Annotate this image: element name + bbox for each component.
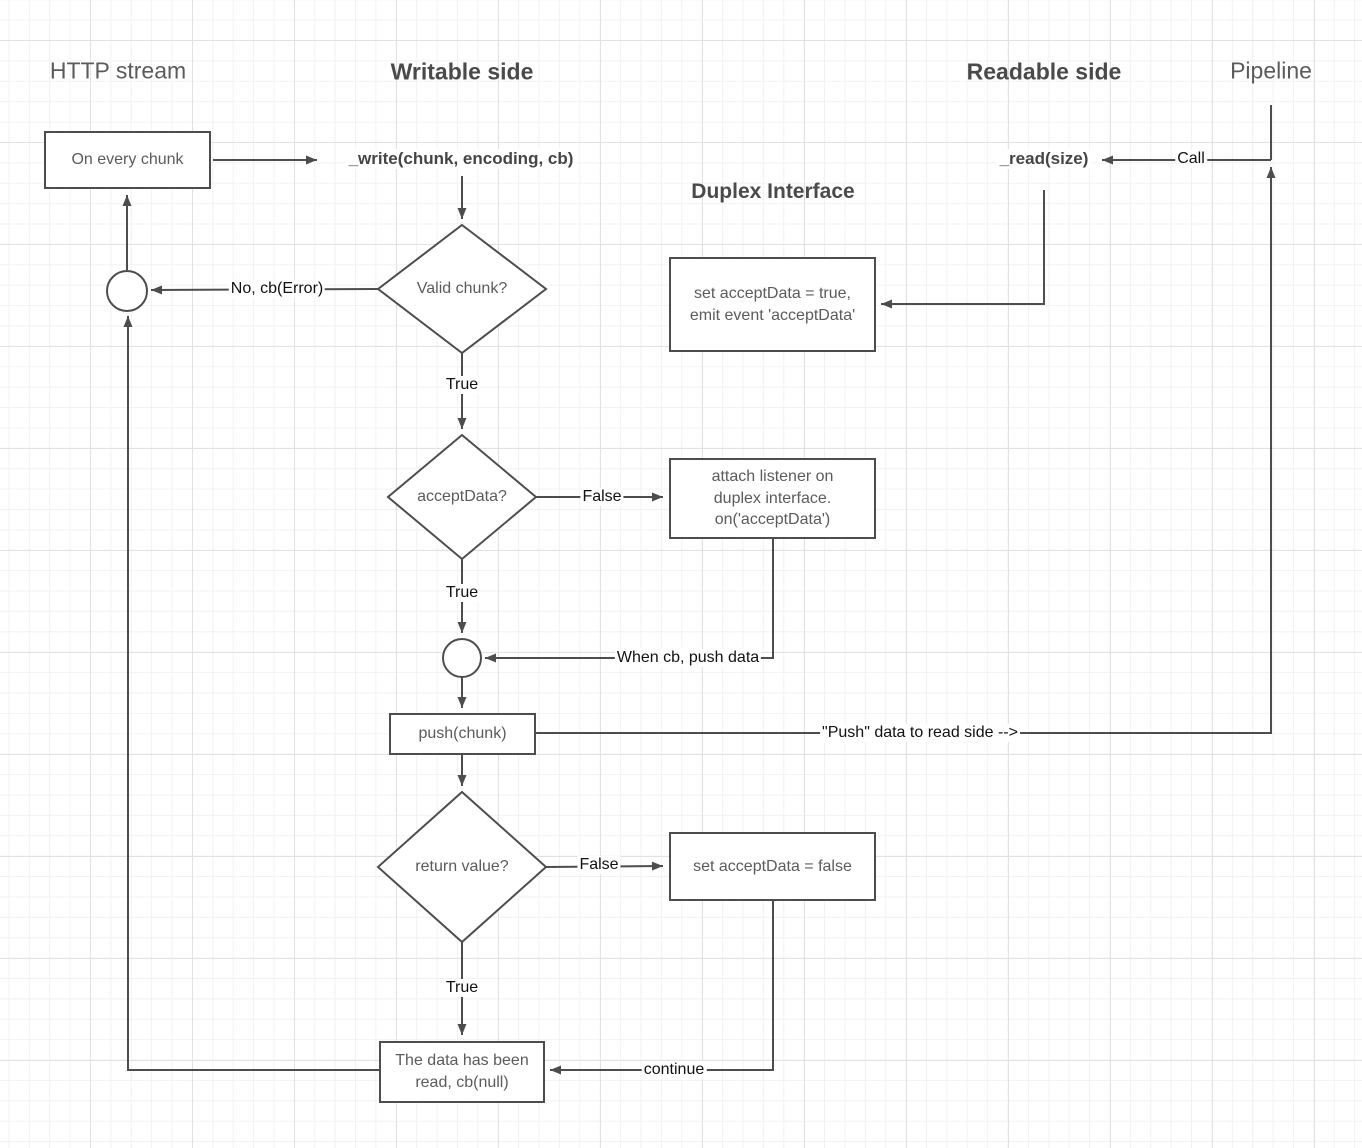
edge-label-return-false: False [577,856,621,874]
node-on-every-chunk: On every chunk [44,131,211,189]
column-header-http-stream: HTTP stream [49,57,187,84]
edge-push-to-pipeline-rail [536,167,1276,734]
valid-chunk-diamond [376,223,548,355]
edge-label-when-cb-push: When cb, push data [614,649,762,667]
node-set-acceptdata-false: set acceptData = false [669,832,876,901]
return-value-label: return value? [415,858,509,875]
junction-circle-left [106,270,148,312]
edge-label-no-cb-error: No, cb(Error) [228,280,326,298]
node-data-read: The data has been read, cb(null) [379,1041,545,1103]
junction-circle-mid [442,638,482,678]
edge-label-accept-true: True [443,584,481,602]
read-method-label: _read(size) [996,149,1092,169]
edge-label-accept-false: False [580,488,624,506]
acceptdata-label: acceptData? [417,488,507,505]
return-value-diamond [376,790,548,944]
node-set-acceptdata-true: set acceptData = true, emit event 'accep… [669,257,876,352]
valid-chunk-label: Valid chunk? [416,280,508,297]
edge-dataread-loop-to-junction [123,316,379,1071]
edge-label-return-true: True [443,979,481,997]
edge-setfalse-continue-to-dataread [550,901,774,1075]
node-attach-listener: attach listener on duplex interface. on(… [669,458,876,539]
column-header-pipeline: Pipeline [1230,57,1312,84]
edge-label-valid-true: True [443,376,481,394]
node-push-chunk: push(chunk) [389,713,536,755]
write-method-label: _write(chunk, encoding, cb) [345,149,577,169]
acceptdata-diamond [386,433,538,561]
edge-label-continue: continue [641,1061,707,1079]
column-header-readable-side: Readable side [966,58,1122,85]
edge-read-to-setacceptdatatrue [881,190,1045,309]
edge-label-call: Call [1175,150,1207,168]
diagram-title: Duplex Interface [691,180,855,203]
column-header-writable-side: Writable side [390,58,534,85]
edge-attachlistener-to-junction [485,539,774,663]
edge-label-push-to-read-side: "Push" data to read side --> [820,724,1020,742]
